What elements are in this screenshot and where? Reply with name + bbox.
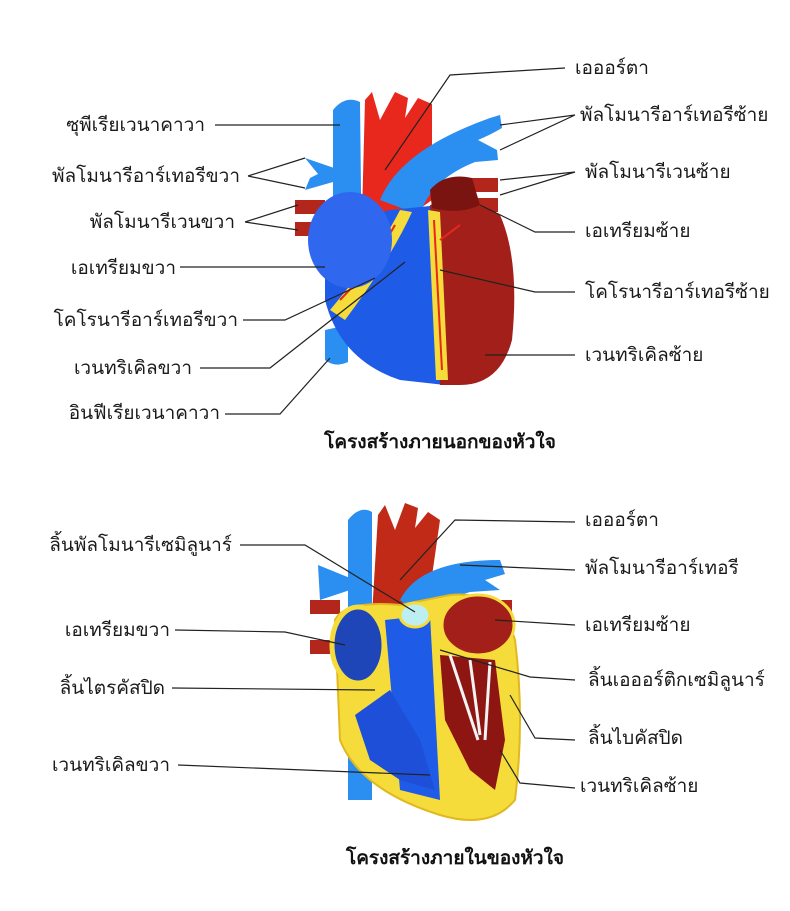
right-ventricle-int [355, 690, 435, 790]
external-heart [295, 92, 515, 385]
label-left-pulmonary-artery: พัลโมนารีอาร์เทอรีซ้าย [580, 104, 769, 126]
label-right-atrium-internal: เอเทรียมขวา [64, 619, 170, 641]
label-right-atrium: เอเทรียมขวา [70, 257, 176, 279]
label-aortic-semilunar-valve: ลิ้นเอออร์ติกเซมิลูนาร์ [588, 669, 765, 691]
left-ventricle-body [430, 201, 515, 385]
internal-structure-title: โครงสร้างภายในของหัวใจ [345, 847, 565, 869]
label-aorta: เอออร์ตา [575, 57, 649, 79]
label-right-pulmonary-artery: พัลโมนารีอาร์เทอรีขวา [51, 165, 240, 187]
label-right-coronary-artery: โคโรนารีอาร์เทอรีขวา [53, 309, 238, 331]
label-right-ventricle-internal: เวนทริเคิลขวา [51, 754, 170, 776]
label-superior-vena-cava: ซุพีเรียเวนาคาวา [66, 114, 205, 136]
label-right-ventricle: เวนทริเคิลขวา [73, 357, 192, 379]
svc-branch [318, 565, 350, 600]
pulmonary-valve [398, 601, 432, 629]
right-atrium [308, 192, 392, 288]
label-left-coronary-artery: โคโรนารีอาร์เทอรีซ้าย [585, 281, 770, 303]
right-pulmonary-artery-branches [305, 158, 340, 190]
label-left-ventricle-internal: เวนทริเคิลซ้าย [580, 775, 699, 797]
label-inferior-vena-cava: อินฟีเรียเวนาคาวา [68, 402, 220, 424]
external-leader-lines [180, 67, 576, 415]
right-atrium-int [329, 604, 387, 686]
pulmonary-trunk [380, 115, 502, 215]
label-bicuspid-valve: ลิ้นไบคัสปิด [588, 727, 683, 749]
label-tricuspid-valve: ลิ้นไตรคัสปิด [59, 677, 165, 699]
label-left-ventricle: เวนทริเคิลซ้าย [585, 344, 704, 366]
label-pulmonary-artery: พัลโมนารีอาร์เทอรี [585, 557, 739, 579]
label-left-atrium-internal: เอเทรียมซ้าย [585, 614, 691, 636]
internal-heart [310, 503, 521, 821]
label-aorta-internal: เอออร์ตา [585, 509, 659, 531]
label-right-pulmonary-vein: พัลโมนารีเวนขวา [89, 211, 235, 233]
external-structure-title: โครงสร้างภายนอกของหัวใจ [324, 431, 556, 453]
label-pulmonary-semilunar-valve: ลิ้นพัลโมนารีเซมิลูนาร์ [49, 534, 232, 556]
left-atrium-int [440, 593, 516, 657]
left-atrium [430, 176, 480, 211]
valve-cords [448, 654, 492, 741]
label-left-pulmonary-vein: พัลโมนารีเวนซ้าย [585, 161, 731, 183]
internal-leader-lines [171, 519, 576, 789]
label-left-atrium: เอเทรียมซ้าย [585, 220, 691, 242]
